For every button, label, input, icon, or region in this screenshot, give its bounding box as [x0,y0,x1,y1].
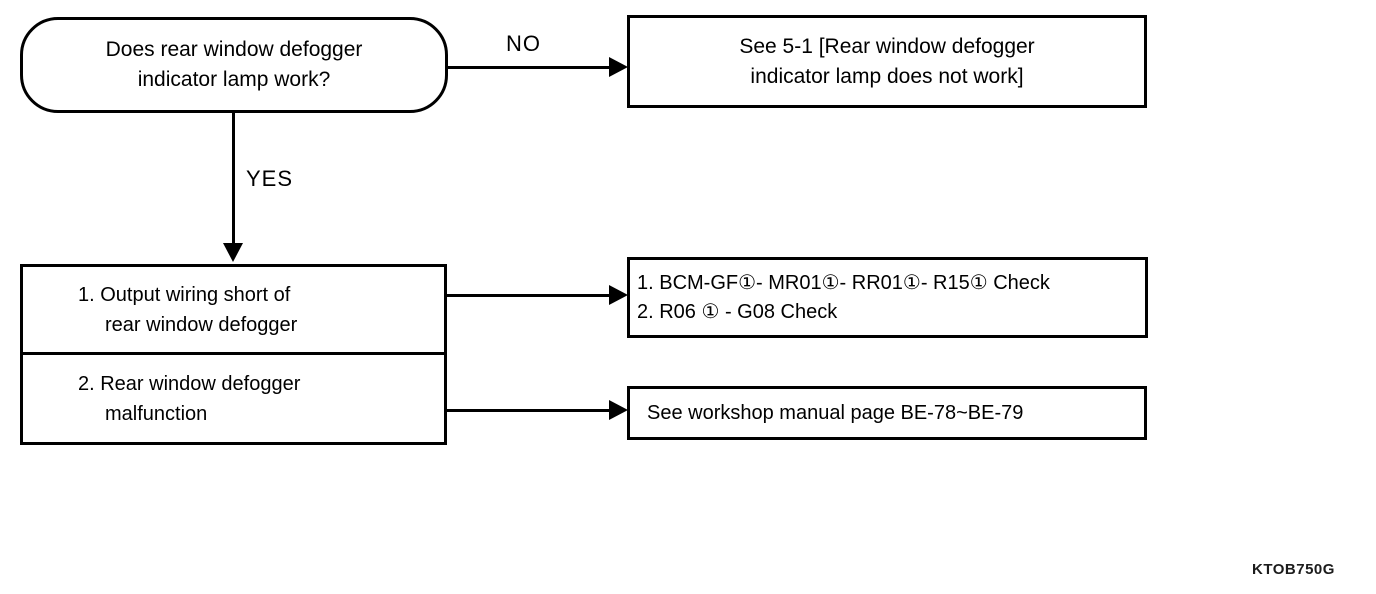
cause-item-2: 2. Rear window defogger malfunction [23,355,444,442]
yes-branch-label: YES [246,166,294,191]
check-box: 1. BCM-GF①- MR01①- RR01①- R15① Check 2. … [627,257,1148,338]
decision-text-line2: indicator lamp work? [137,68,331,91]
manual-text: See workshop manual page BE-78~BE-79 [647,402,1024,424]
check-line2: 2. R06 ① - G08 Check [637,300,838,323]
no-arrow-line [447,66,611,69]
no-branch-label: NO [506,31,541,56]
cause1-line1: 1. Output wiring short of [78,283,291,306]
no-result-line1: See 5-1 [Rear window defogger [739,34,1035,58]
manual-box: See workshop manual page BE-78~BE-79 [627,386,1147,440]
check-arrow-line [447,294,611,297]
arrowhead-right-icon [609,285,628,305]
no-result-box: See 5-1 [Rear window defogger indicator … [627,15,1147,108]
manual-arrow-line [447,409,611,412]
cause1-line2: rear window defogger [105,313,298,336]
decision-text-line1: Does rear window defogger [105,38,363,61]
cause-item-1: 1. Output wiring short of rear window de… [23,267,444,355]
cause2-line1: 2. Rear window defogger [78,372,301,395]
arrowhead-right-icon [609,57,628,77]
causes-box: 1. Output wiring short of rear window de… [20,264,447,445]
figure-code: KTOB750G [1252,561,1335,578]
arrowhead-right-icon [609,400,628,420]
cause2-line2: malfunction [105,402,208,425]
no-result-line2: indicator lamp does not work] [750,64,1024,88]
decision-box: Does rear window defogger indicator lamp… [20,17,448,113]
yes-arrow-line [232,112,235,244]
check-line1: 1. BCM-GF①- MR01①- RR01①- R15① Check [637,271,1050,294]
arrowhead-down-icon [223,243,243,262]
